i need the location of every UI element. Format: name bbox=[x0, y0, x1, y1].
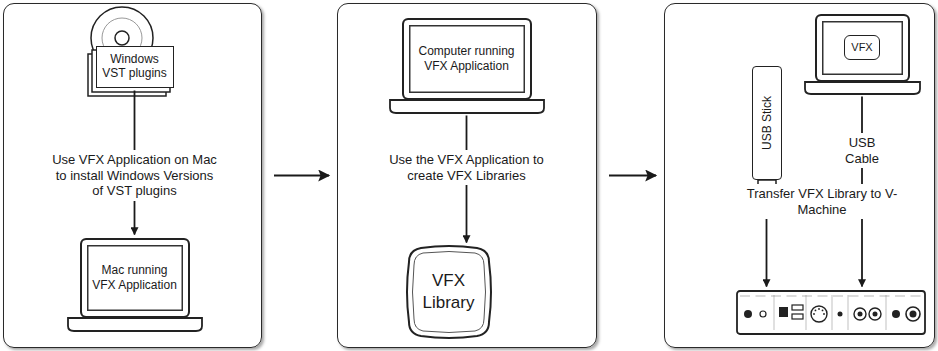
usb-stick: USB Stick bbox=[752, 66, 782, 180]
panel-marking bbox=[740, 295, 750, 296]
usb-a-port bbox=[792, 305, 803, 310]
node-text: USB Stick bbox=[760, 95, 774, 149]
node-text: VFX Library bbox=[413, 270, 485, 313]
panel-marking bbox=[910, 295, 920, 296]
midi-port bbox=[811, 306, 827, 322]
panel-divider bbox=[805, 295, 806, 330]
jack-hole bbox=[857, 311, 862, 316]
device-housing bbox=[737, 291, 925, 334]
library-outline-path bbox=[407, 246, 491, 338]
panel-marking bbox=[786, 295, 796, 296]
panel-divider bbox=[885, 295, 886, 330]
panel-marking bbox=[879, 295, 889, 296]
node-text: Windows VST plugins bbox=[100, 53, 170, 81]
jack-hole bbox=[872, 311, 877, 316]
node-text: Computer running VFX Application bbox=[414, 44, 520, 73]
panel-divider bbox=[773, 295, 774, 330]
panel-marking bbox=[895, 295, 905, 296]
midi-pin bbox=[813, 313, 815, 315]
library-shape: VFX Library bbox=[407, 246, 491, 338]
step-arrow bbox=[609, 175, 656, 177]
panel-marking bbox=[755, 295, 765, 296]
jack-hole bbox=[909, 310, 916, 317]
device-drawing bbox=[736, 290, 926, 335]
midi-pin bbox=[814, 309, 816, 311]
edge-label: USB Cable bbox=[830, 133, 894, 168]
panel-divider bbox=[847, 295, 848, 330]
plugin-card: Windows VST plugins bbox=[96, 46, 174, 88]
panel-divider bbox=[831, 295, 832, 330]
usb-b-port bbox=[779, 307, 788, 317]
panel-marking bbox=[864, 295, 874, 296]
midi-pin bbox=[821, 309, 823, 311]
note-label: Transfer VFX Library to V-Machine bbox=[736, 184, 908, 219]
output-jack bbox=[854, 308, 866, 320]
panel-marking bbox=[817, 295, 827, 296]
power-switch bbox=[744, 310, 752, 318]
panel-marking bbox=[771, 295, 781, 296]
library-outline bbox=[407, 246, 491, 338]
step-panel: USB Stick VFX bbox=[664, 3, 935, 348]
power-jack bbox=[760, 311, 766, 317]
midi-pin bbox=[823, 313, 825, 315]
headphone-jack bbox=[906, 307, 920, 321]
edge-label: Use the VFX Application to create VFX Li… bbox=[379, 150, 555, 185]
edge-label: Use VFX Application on Mac to install Wi… bbox=[49, 150, 221, 201]
laptop-screen: Mac running VFX Application bbox=[80, 238, 190, 318]
midi-pin bbox=[818, 308, 820, 310]
step-arrow bbox=[274, 175, 329, 177]
usb-a-port bbox=[792, 314, 803, 319]
v-machine-device bbox=[736, 290, 926, 335]
output-jack bbox=[869, 308, 881, 320]
panel-marking bbox=[802, 295, 812, 296]
input-jack bbox=[892, 310, 900, 318]
node-text: Mac running VFX Application bbox=[92, 263, 178, 292]
panel-marking bbox=[848, 295, 858, 296]
panel-marking bbox=[833, 295, 843, 296]
led bbox=[837, 311, 842, 316]
library-inner-outline bbox=[412, 251, 485, 332]
laptop-screen: VFX bbox=[815, 14, 910, 82]
node-text: VFX bbox=[844, 35, 879, 60]
laptop-screen: Computer running VFX Application bbox=[402, 18, 532, 100]
